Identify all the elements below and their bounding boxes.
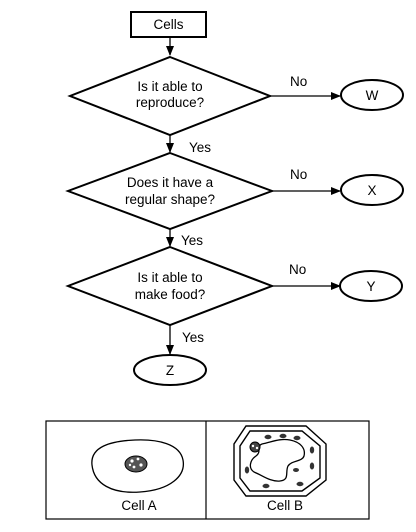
cell-a-illustration: [91, 439, 184, 493]
question-2-line1: Does it have a: [127, 175, 214, 190]
outcome-x-label: X: [367, 183, 376, 198]
question-3-line2: make food?: [135, 287, 206, 302]
start-box: [130, 11, 207, 38]
question-1-line1: Is it able to: [137, 79, 202, 94]
cell-a-label: Cell A: [121, 498, 156, 513]
outcome-w-label: W: [366, 88, 379, 103]
q3-no-label: No: [289, 262, 306, 277]
q1-yes-label: Yes: [189, 140, 211, 155]
cell-b-label: Cell B: [267, 498, 303, 513]
outcome-w: [340, 79, 404, 111]
cell-b-illustration: [233, 425, 327, 497]
q2-yes-label: Yes: [181, 233, 203, 248]
question-2-line2: regular shape?: [125, 192, 215, 207]
start-label: Cells: [153, 17, 183, 32]
outcome-x: [340, 174, 404, 206]
cells-panel: Cell A Cell B: [45, 420, 370, 520]
outcome-y-label: Y: [366, 279, 375, 294]
outcome-y: [339, 270, 403, 302]
question-3-diamond: [65, 245, 275, 327]
q3-yes-label: Yes: [182, 330, 204, 345]
outcome-z: [133, 354, 207, 386]
q1-no-label: No: [290, 74, 307, 89]
outcome-z-label: Z: [166, 363, 174, 378]
question-3-line1: Is it able to: [137, 270, 202, 285]
question-2-diamond: [65, 151, 275, 231]
question-1-line2: reproduce?: [136, 95, 204, 110]
q2-no-label: No: [290, 167, 307, 182]
